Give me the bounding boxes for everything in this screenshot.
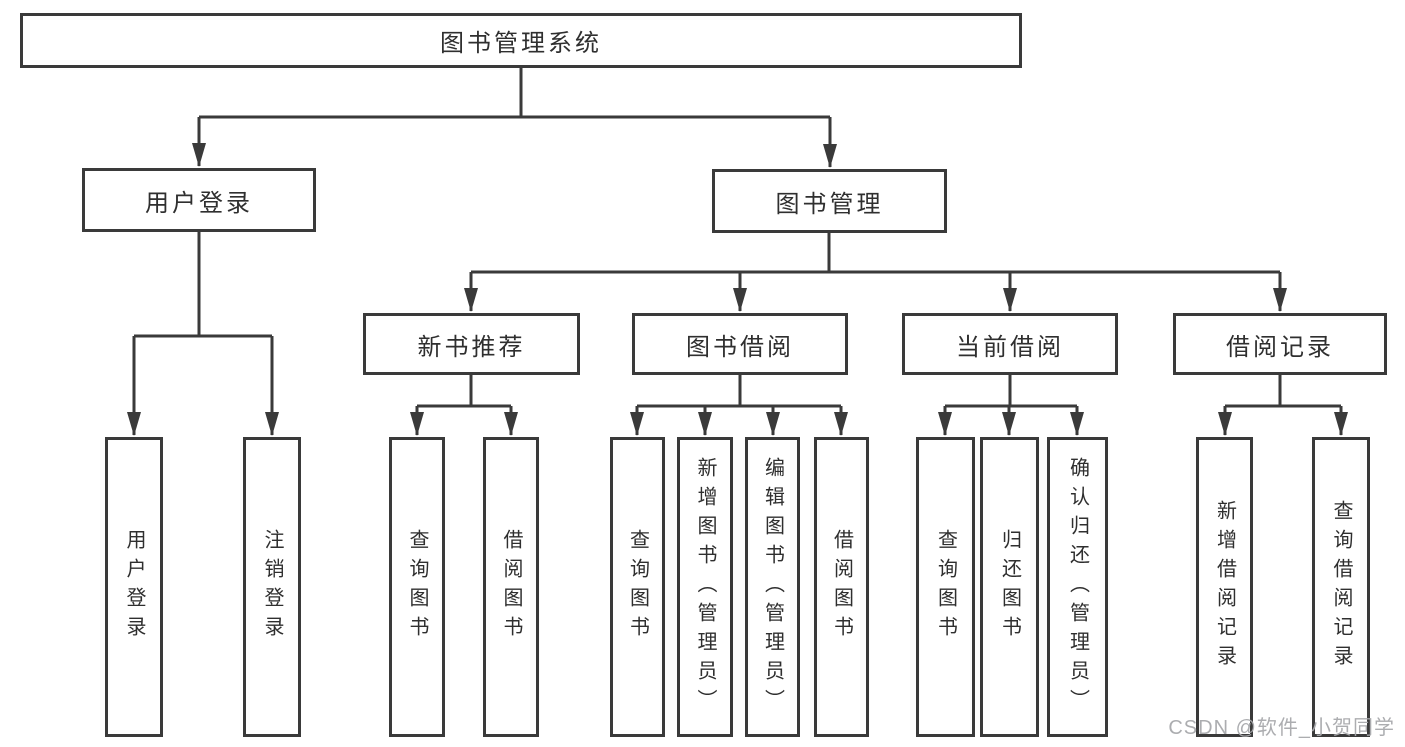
leaf-borrow-query-books: 查询图书 xyxy=(610,437,665,737)
node-root-label: 图书管理系统 xyxy=(440,30,602,57)
node-root: 图书管理系统 xyxy=(20,13,1022,68)
edge-current-borrow-to-leaves xyxy=(938,375,1084,436)
node-new-book-recommend: 新书推荐 xyxy=(363,313,580,375)
leaf-logout: 注销登录 xyxy=(243,437,301,737)
leaf-borrow-add-book-admin: 新增图书（管理员） xyxy=(677,437,733,737)
node-borrow-records: 借阅记录 xyxy=(1173,313,1387,375)
edge-book-borrow-to-leaves xyxy=(630,375,848,436)
leaf-records-add-record-label: 新增借阅记录 xyxy=(1213,500,1236,674)
node-current-borrow-label: 当前借阅 xyxy=(956,333,1064,361)
leaf-newbooks-query-books-label: 查询图书 xyxy=(406,529,428,645)
node-book-borrow: 图书借阅 xyxy=(632,313,848,375)
leaf-records-query-record: 查询借阅记录 xyxy=(1312,437,1370,737)
leaf-logout-label: 注销登录 xyxy=(261,529,283,645)
leaf-borrow-edit-book-admin-label: 编辑图书（管理员） xyxy=(761,456,784,718)
leaf-borrow-query-books-label: 查询图书 xyxy=(626,529,649,645)
leaf-current-return-books-label: 归还图书 xyxy=(998,529,1021,645)
leaf-current-query-books-label: 查询图书 xyxy=(934,529,957,645)
leaf-user-login-label: 用户登录 xyxy=(123,529,145,645)
leaf-records-query-record-label: 查询借阅记录 xyxy=(1330,500,1352,674)
leaf-current-confirm-return-admin-label: 确认归还（管理员） xyxy=(1066,456,1089,718)
leaf-borrow-borrow-books-label: 借阅图书 xyxy=(830,529,853,645)
leaf-current-return-books: 归还图书 xyxy=(980,437,1039,737)
node-user-login-label: 用户登录 xyxy=(145,189,253,217)
node-book-management: 图书管理 xyxy=(712,169,947,233)
edge-root-to-level2 xyxy=(192,68,837,168)
node-current-borrow: 当前借阅 xyxy=(902,313,1118,375)
leaf-records-add-record: 新增借阅记录 xyxy=(1196,437,1253,737)
leaf-current-confirm-return-admin: 确认归还（管理员） xyxy=(1047,437,1108,737)
leaf-newbooks-borrow-books-label: 借阅图书 xyxy=(500,529,522,645)
leaf-newbooks-query-books: 查询图书 xyxy=(389,437,445,737)
leaf-user-login: 用户登录 xyxy=(105,437,163,737)
csdn-watermark: CSDN @软件_小贺同学 xyxy=(1168,717,1395,739)
node-book-management-label: 图书管理 xyxy=(775,190,884,218)
edge-user-login-to-leaves xyxy=(127,232,279,436)
leaf-borrow-borrow-books: 借阅图书 xyxy=(814,437,869,737)
node-new-book-recommend-label: 新书推荐 xyxy=(417,333,526,361)
node-book-borrow-label: 图书借阅 xyxy=(686,333,794,361)
edge-borrow-records-to-leaves xyxy=(1218,375,1348,436)
leaf-borrow-add-book-admin-label: 新增图书（管理员） xyxy=(694,456,716,718)
leaf-current-query-books: 查询图书 xyxy=(916,437,975,737)
leaf-newbooks-borrow-books: 借阅图书 xyxy=(483,437,539,737)
node-user-login: 用户登录 xyxy=(82,168,316,232)
edge-book-mgmt-to-level3 xyxy=(464,233,1287,312)
edge-new-books-to-leaves xyxy=(410,375,518,436)
node-borrow-records-label: 借阅记录 xyxy=(1226,333,1334,361)
leaf-borrow-edit-book-admin: 编辑图书（管理员） xyxy=(745,437,800,737)
